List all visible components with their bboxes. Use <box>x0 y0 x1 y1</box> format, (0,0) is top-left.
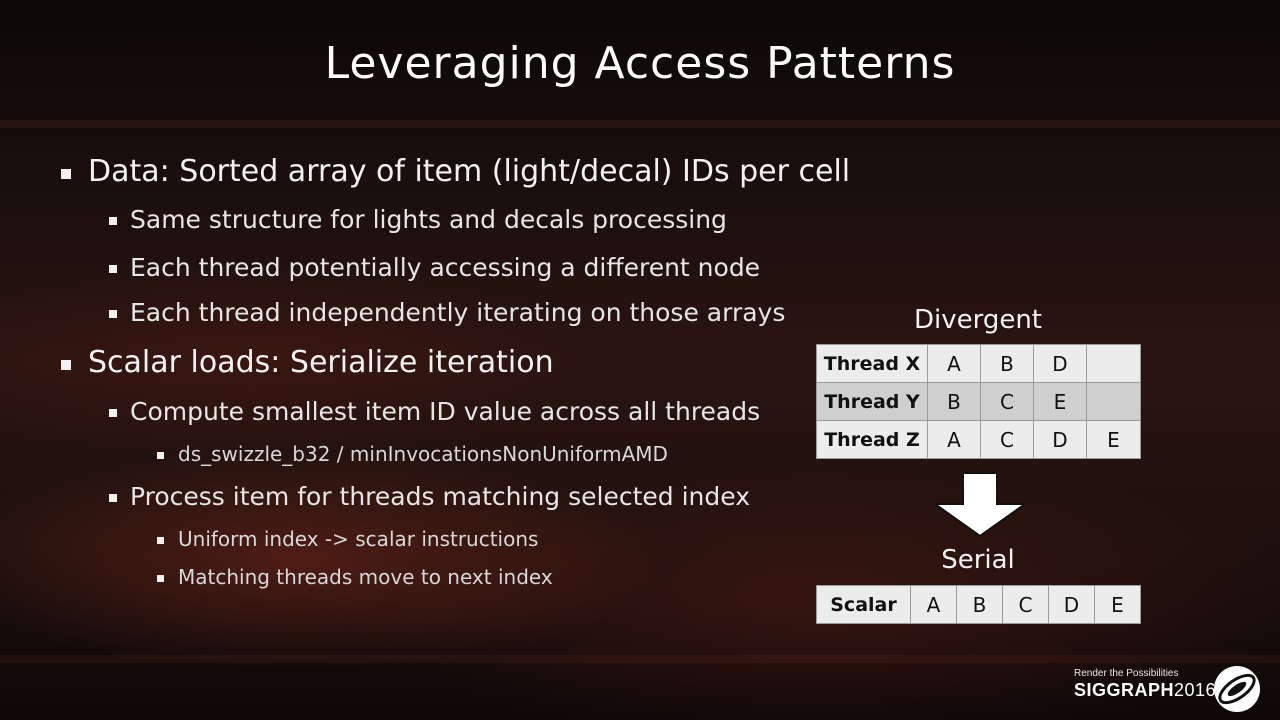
bullet-square-icon <box>157 537 164 544</box>
bullet-text: Each thread independently iterating on t… <box>130 298 786 327</box>
serial-caption: Serial <box>941 545 1015 575</box>
table-row: Thread Z A C D E <box>816 420 1141 459</box>
table-cell: D <box>1048 585 1095 624</box>
bullet-square-icon <box>109 409 117 417</box>
bullet-text: Each thread potentially accessing a diff… <box>130 253 761 282</box>
table-cell: B <box>956 585 1003 624</box>
brand-year: 2016 <box>1174 680 1217 700</box>
background-band <box>0 120 1280 128</box>
bullet-text: ds_swizzle_b32 / minInvocationsNonUnifor… <box>178 442 668 466</box>
serial-table: Scalar A B C D E <box>816 585 1141 624</box>
bullet-square-icon <box>109 217 117 225</box>
bullet-text: Same structure for lights and decals pro… <box>130 205 727 234</box>
table-cell: A <box>927 344 981 383</box>
bullet-item: Data: Sorted array of item (light/decal)… <box>61 154 851 189</box>
table-row: Scalar A B C D E <box>816 585 1141 624</box>
bullet-square-icon <box>157 452 164 459</box>
footer-tagline: Render the Possibilities <box>1074 668 1179 679</box>
table-cell: B <box>980 344 1034 383</box>
table-cell: A <box>910 585 957 624</box>
table-cell: E <box>1033 382 1087 421</box>
table-row: Thread Y B C E <box>816 382 1141 421</box>
row-header: Thread Y <box>816 382 928 421</box>
divergent-caption: Divergent <box>913 305 1043 335</box>
bullet-text: Uniform index -> scalar instructions <box>178 527 539 551</box>
table-cell <box>1086 382 1141 421</box>
slide-title: Leveraging Access Patterns <box>324 38 956 89</box>
siggraph-logo-icon <box>1214 666 1260 712</box>
down-arrow-icon <box>933 472 1027 538</box>
bullet-item: ds_swizzle_b32 / minInvocationsNonUnifor… <box>157 442 668 466</box>
bullet-item: Scalar loads: Serialize iteration <box>61 345 554 380</box>
table-cell <box>1086 344 1141 383</box>
bullet-square-icon <box>109 265 117 273</box>
footer-brand: SIGGRAPH2016 <box>1074 680 1216 701</box>
table-cell: C <box>1002 585 1049 624</box>
table-cell: D <box>1033 420 1087 459</box>
bullet-item: Each thread independently iterating on t… <box>109 298 786 327</box>
bullet-text: Data: Sorted array of item (light/decal)… <box>88 154 851 189</box>
table-cell: E <box>1086 420 1141 459</box>
row-header: Thread X <box>816 344 928 383</box>
brand-name: SIGGRAPH <box>1074 680 1175 700</box>
divergent-table: Thread X A B D Thread Y B C E Thread Z A… <box>816 344 1141 459</box>
bullet-square-icon <box>109 310 117 318</box>
bullet-item: Compute smallest item ID value across al… <box>109 397 761 426</box>
bullet-text: Matching threads move to next index <box>178 565 553 589</box>
table-cell: D <box>1033 344 1087 383</box>
bullet-item: Uniform index -> scalar instructions <box>157 527 539 551</box>
background-band <box>0 655 1280 663</box>
table-cell: C <box>980 420 1034 459</box>
bullet-square-icon <box>61 169 71 179</box>
table-cell: B <box>927 382 981 421</box>
bullet-text: Process item for threads matching select… <box>130 482 750 511</box>
bullet-item: Process item for threads matching select… <box>109 482 750 511</box>
table-cell: C <box>980 382 1034 421</box>
bullet-square-icon <box>157 575 164 582</box>
table-row: Thread X A B D <box>816 344 1141 383</box>
bullet-item: Same structure for lights and decals pro… <box>109 205 727 234</box>
bullet-item: Each thread potentially accessing a diff… <box>109 253 761 282</box>
bullet-square-icon <box>61 360 71 370</box>
table-cell: A <box>927 420 981 459</box>
bullet-square-icon <box>109 494 117 502</box>
bullet-text: Compute smallest item ID value across al… <box>130 397 761 426</box>
table-cell: E <box>1094 585 1141 624</box>
row-header: Scalar <box>816 585 911 624</box>
bullet-item: Matching threads move to next index <box>157 565 553 589</box>
row-header: Thread Z <box>816 420 928 459</box>
bullet-text: Scalar loads: Serialize iteration <box>88 345 554 380</box>
